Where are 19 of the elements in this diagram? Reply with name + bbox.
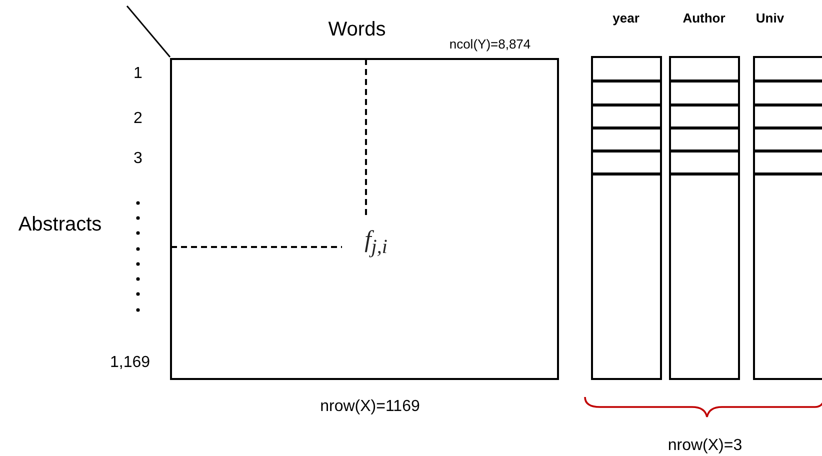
dimension-label: ncol(Y)=8,874: [449, 36, 531, 52]
row-number: 2: [134, 110, 142, 128]
axis-label: Abstracts: [18, 214, 102, 236]
column-heading: year: [612, 10, 640, 26]
column-heading: Author: [682, 10, 726, 26]
row-number: 1: [134, 65, 142, 83]
dashed-line: [171, 246, 342, 248]
table-column: [669, 56, 740, 380]
row-number: 1,169: [110, 354, 150, 372]
matrix-box: [170, 58, 559, 380]
dimension-label: nrow(X)=1169: [320, 398, 420, 416]
dimension-label: nrow(X)=3: [668, 437, 742, 455]
column-heading: Words: [328, 18, 386, 42]
table-column: [753, 56, 822, 380]
matrix-element: f$_{j,i}$: [364, 227, 388, 259]
dashed-line: [365, 59, 367, 218]
row-number: 3: [134, 150, 142, 168]
column-heading: Univ: [756, 10, 784, 26]
table-column: [591, 56, 662, 380]
